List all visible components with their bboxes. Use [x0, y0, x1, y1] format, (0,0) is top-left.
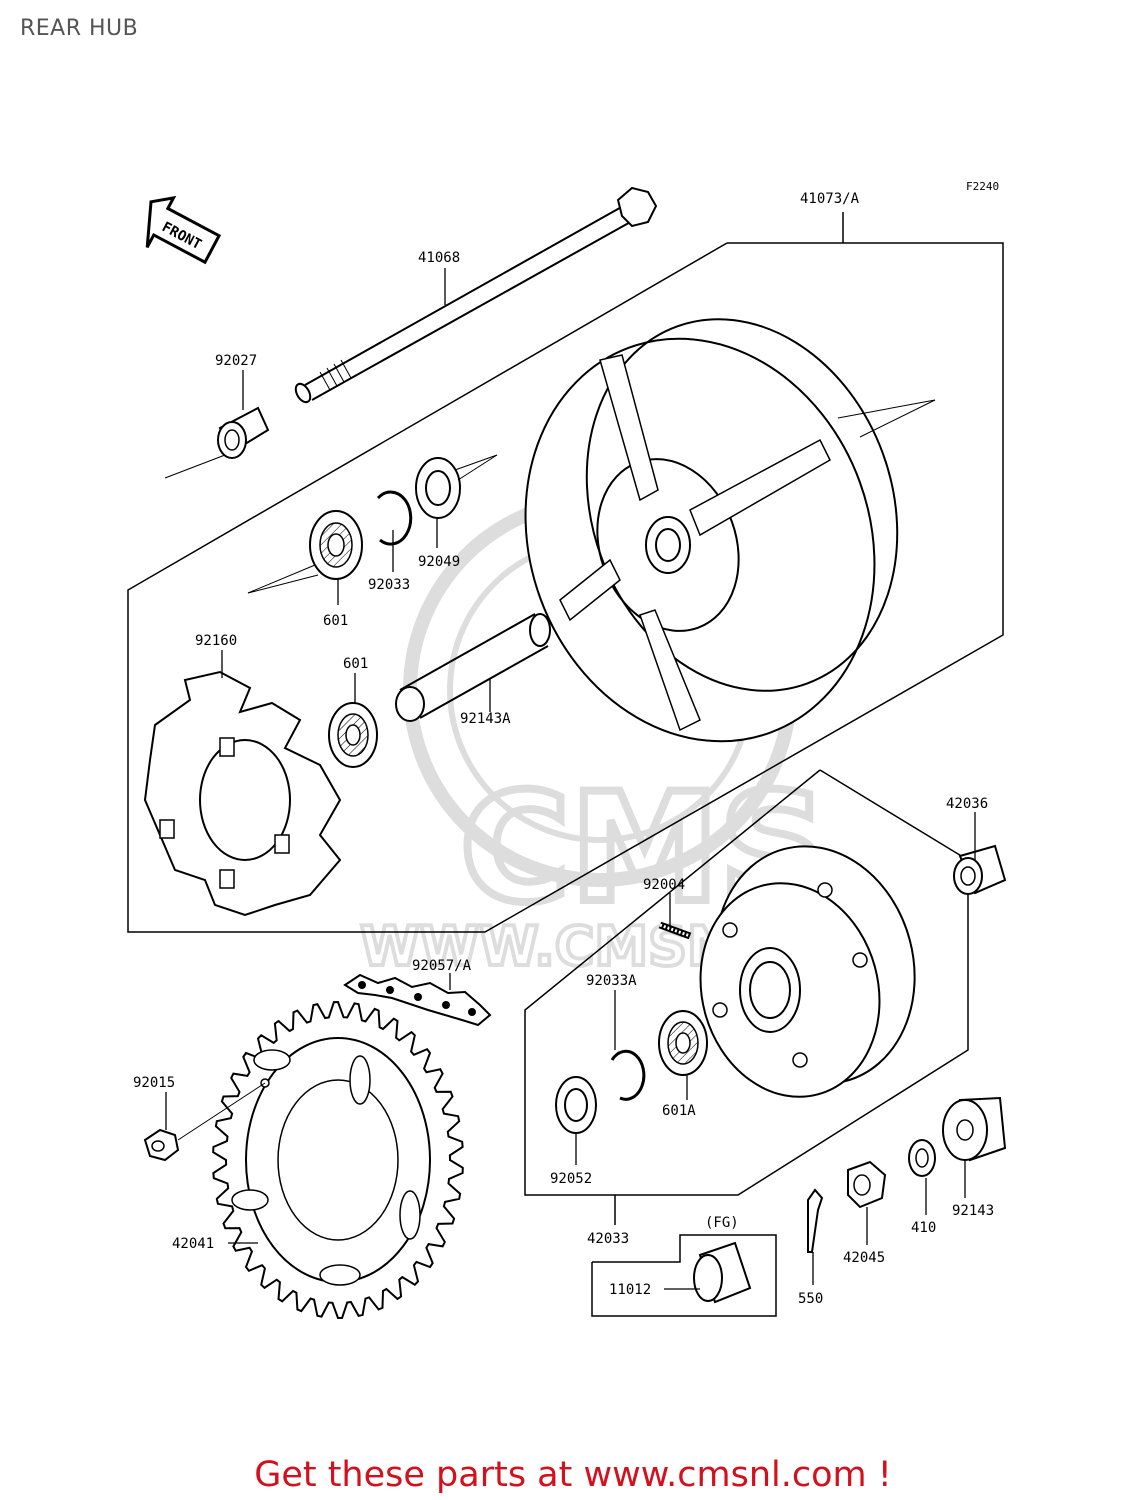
- wheel-assembly-bracket: [127, 242, 1004, 933]
- part-label-550: 550: [798, 1291, 823, 1307]
- part-label-92049: 92049: [418, 554, 460, 570]
- cap-11012: [693, 1241, 752, 1304]
- part-label-41068: 41068: [418, 250, 460, 266]
- part-label-601a: 601A: [662, 1103, 696, 1119]
- figure-code: F2240: [966, 180, 999, 193]
- fg-box: [591, 1234, 777, 1317]
- part-label-11012: 11012: [609, 1282, 651, 1298]
- part-label-92015: 92015: [133, 1075, 175, 1091]
- part-label-42045: 42045: [843, 1250, 885, 1266]
- stud-92004: [658, 921, 692, 940]
- cotter-pin-550: [807, 1188, 824, 1253]
- seal-92052: [555, 1076, 597, 1134]
- coupling-hub-42033: [699, 845, 916, 1098]
- part-label-92033a: 92033A: [586, 973, 637, 989]
- spacer-92143a: [395, 613, 551, 722]
- nut-92015: [143, 1082, 266, 1162]
- part-label-601-lower: 601: [343, 656, 368, 672]
- front-arrow-icon: FRONT: [145, 195, 222, 265]
- part-label-41073a: 41073/A: [800, 191, 860, 207]
- washer-410: [908, 1139, 936, 1177]
- bearing-601-upper: [247, 510, 363, 594]
- seal-92049: [415, 454, 498, 519]
- leader-lines: [165, 268, 976, 1290]
- sprocket-42041: [212, 1000, 464, 1320]
- collar-92143: [942, 1096, 1007, 1162]
- part-label-92033: 92033: [368, 577, 410, 593]
- page-title: REAR HUB: [20, 16, 139, 41]
- part-label-42036: 42036: [946, 796, 988, 812]
- bearing-601-lower: [328, 702, 378, 768]
- part-label-601-upper: 601: [323, 613, 348, 629]
- rear-hub-diagram: CMS WWW.CMSNL.CO F2240 FRONT: [127, 180, 1007, 1320]
- part-label-42033: 42033: [587, 1231, 629, 1247]
- fg-note: (FG): [705, 1215, 739, 1231]
- footer-link[interactable]: Get these parts at www.cmsnl.com !: [254, 1455, 892, 1495]
- collar-92027: [164, 406, 270, 479]
- part-label-410: 410: [911, 1220, 936, 1236]
- part-label-92160: 92160: [195, 633, 237, 649]
- damper-92160: [143, 670, 342, 917]
- part-label-92143: 92143: [952, 1203, 994, 1219]
- part-labels: 41073/A 41068 92027 92049 92033 601 9216…: [133, 191, 994, 1307]
- bearing-601a: [658, 1010, 708, 1076]
- collar-42036: [953, 844, 1007, 895]
- part-label-92004: 92004: [643, 877, 685, 893]
- circlip-92033: [376, 490, 413, 546]
- part-label-92057a: 92057/A: [412, 958, 472, 974]
- circlip-92033a: [610, 1049, 646, 1101]
- wheel-41073: [524, 318, 936, 743]
- part-label-92143a: 92143A: [460, 711, 511, 727]
- part-label-92027: 92027: [215, 353, 257, 369]
- nut-42045: [847, 1160, 887, 1209]
- axle-41068: [294, 186, 658, 404]
- part-label-42041: 42041: [172, 1236, 214, 1252]
- chain-92057: [343, 973, 492, 1027]
- part-label-92052: 92052: [550, 1171, 592, 1187]
